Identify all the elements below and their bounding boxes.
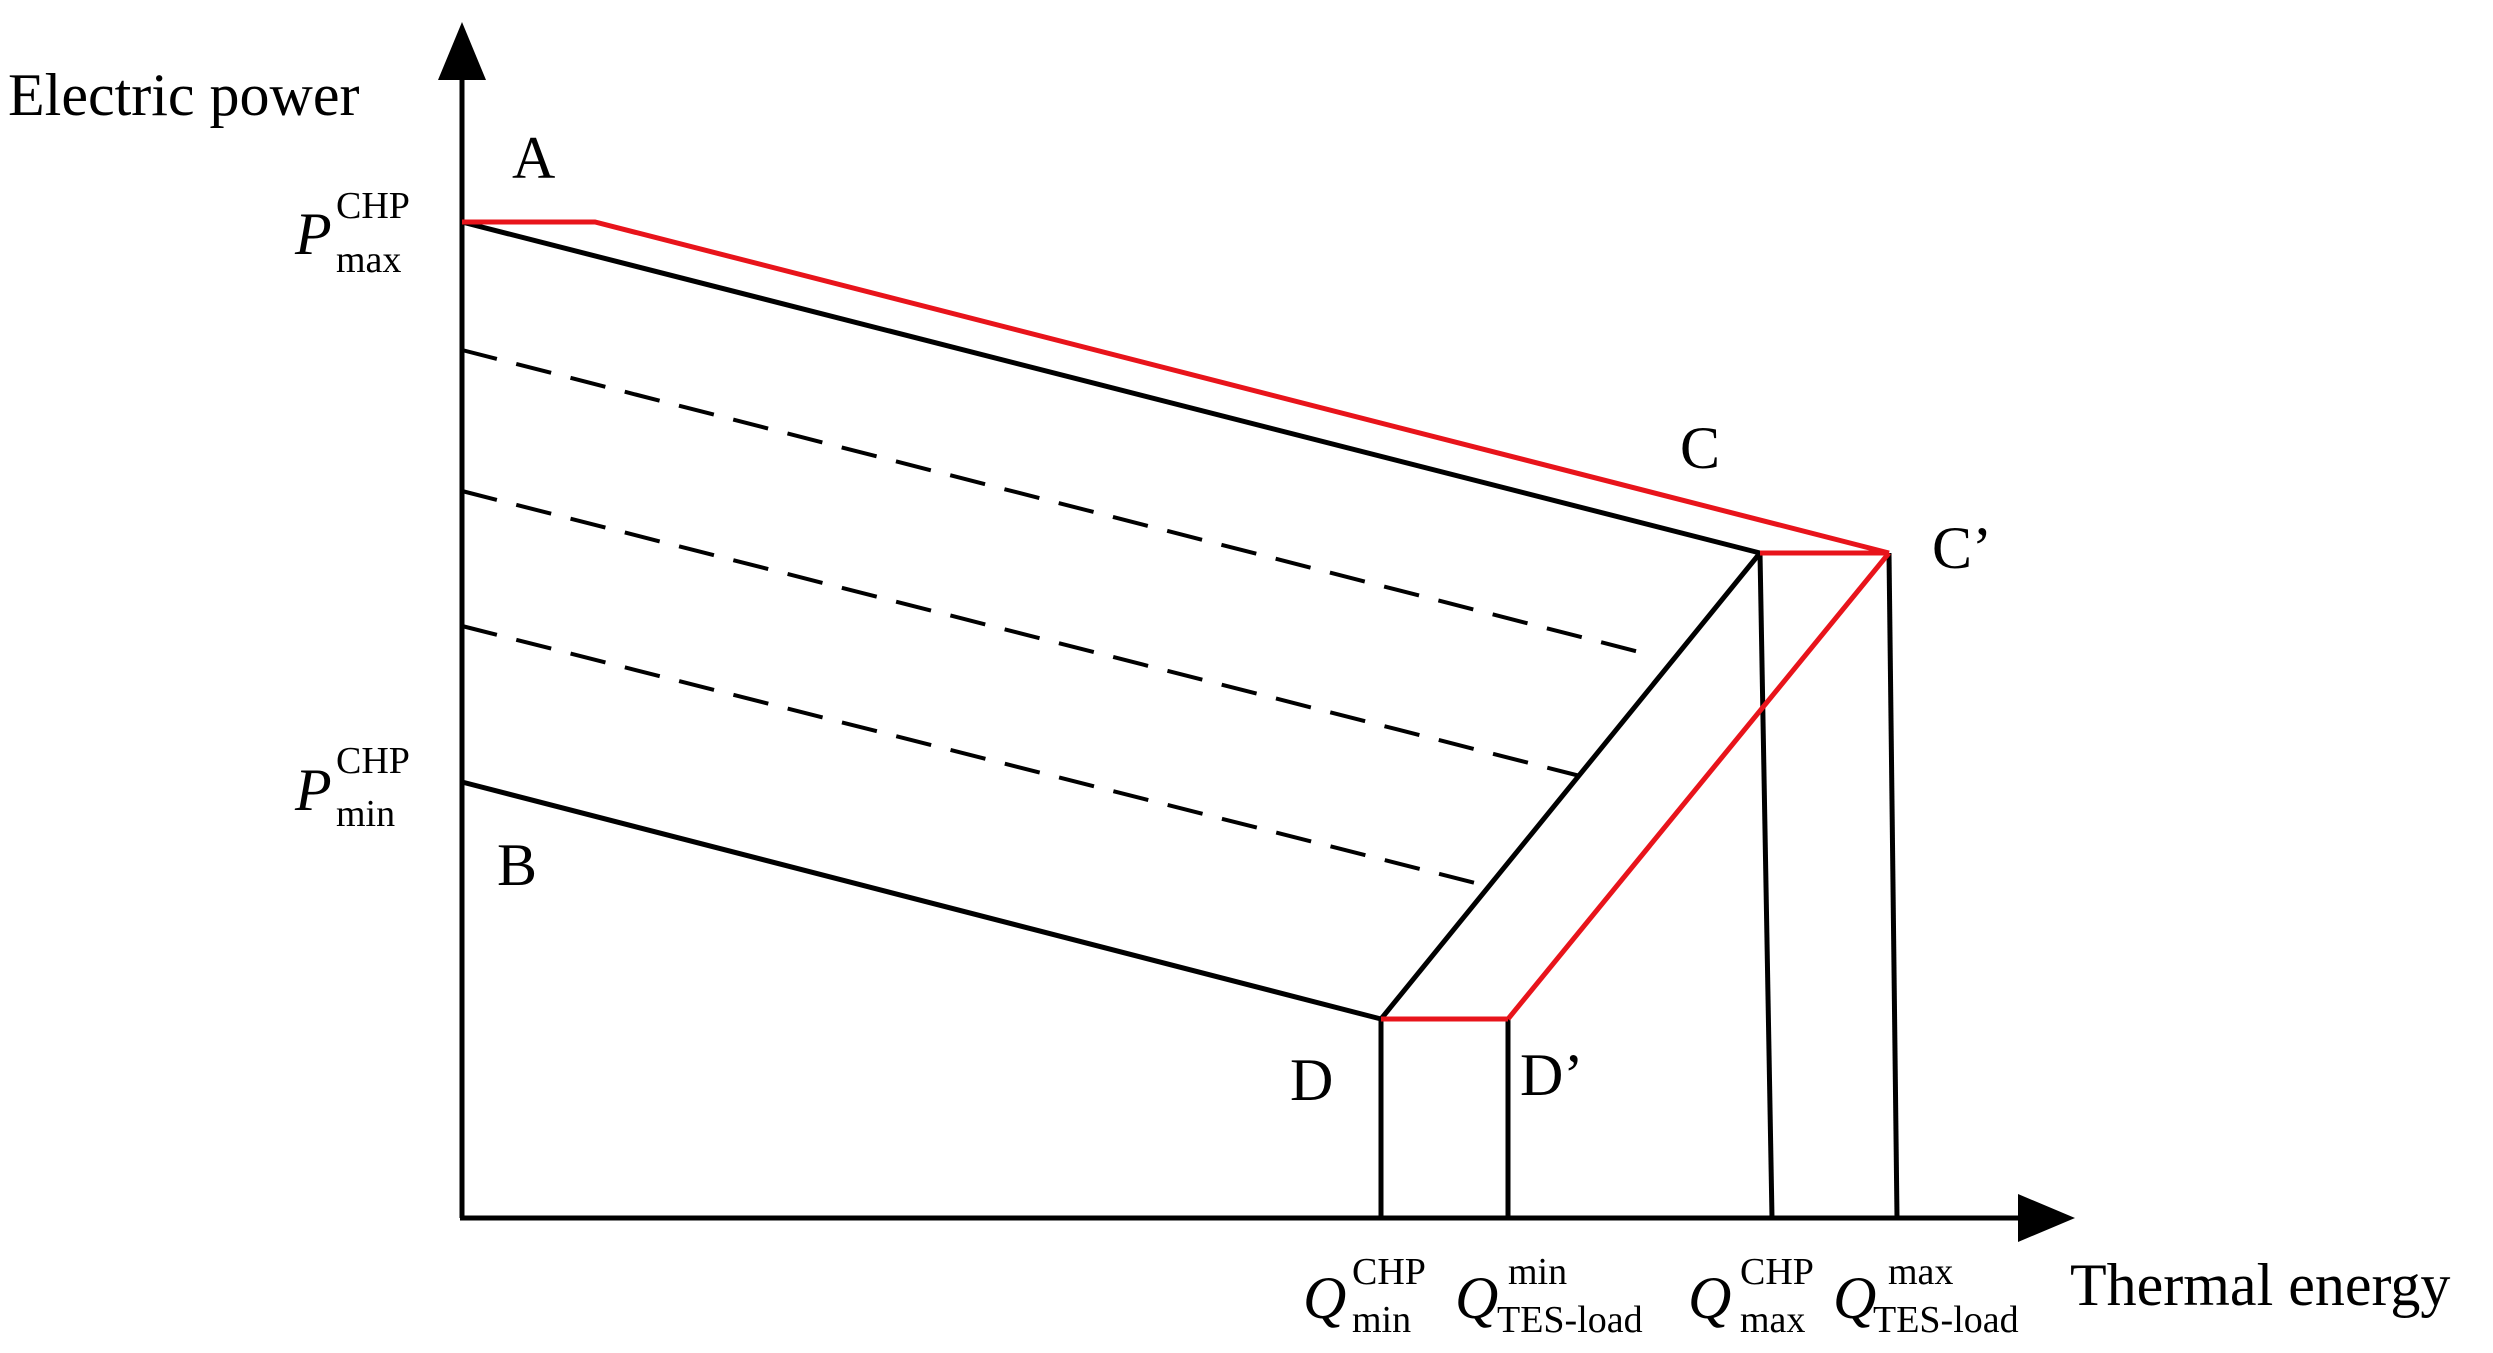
y-tick-p-min-symbol: P xyxy=(294,757,332,823)
x-tick-q-min-tes: Q min TES-load xyxy=(1455,1251,1643,1341)
y-tick-p-max-symbol: P xyxy=(294,201,332,267)
dashed-line-1 xyxy=(461,348,1656,658)
x-tick-q-min-chp-sup: CHP xyxy=(1352,1251,1426,1293)
x-tick-q-max-tes: Q max TES-load xyxy=(1833,1251,2019,1341)
y-axis-arrowhead xyxy=(438,22,486,80)
x-tick-q-max-chp-sup: CHP xyxy=(1740,1251,1814,1293)
y-tick-p-min-sup: CHP xyxy=(336,740,410,782)
axes xyxy=(438,22,2075,1242)
x-tick-q-min-chp-sub: min xyxy=(1352,1299,1411,1341)
drop-line-q-max-chp xyxy=(1757,552,1775,1219)
edge-d-c xyxy=(1379,551,1762,1021)
x-tick-q-min-tes-symbol: Q xyxy=(1455,1265,1498,1331)
x-tick-q-min-tes-sup: min xyxy=(1508,1251,1567,1293)
drop-line-q-max-tes xyxy=(1886,552,1900,1219)
x-axis-label: Thermal energy xyxy=(2070,1252,2450,1318)
extended-region xyxy=(462,219,1891,1022)
dashed-lines xyxy=(461,348,1656,888)
point-label-a: A xyxy=(512,125,555,191)
x-tick-q-max-chp-symbol: Q xyxy=(1688,1265,1731,1331)
x-tick-q-max-tes-symbol: Q xyxy=(1833,1265,1876,1331)
x-tick-q-min-chp: Q CHP min xyxy=(1303,1251,1426,1341)
y-tick-p-max-sup: CHP xyxy=(336,185,410,227)
x-tick-q-max-tes-sup: max xyxy=(1888,1251,1953,1293)
x-tick-q-max-chp: Q CHP max xyxy=(1688,1251,1814,1341)
x-tick-q-min-tes-sub: TES-load xyxy=(1497,1299,1643,1341)
y-axis-label: Electric power xyxy=(8,62,359,128)
point-label-b: B xyxy=(497,832,537,898)
original-region xyxy=(461,219,1900,1219)
y-tick-p-max-sub: max xyxy=(336,239,401,281)
x-tick-q-max-tes-sub: TES-load xyxy=(1873,1299,2019,1341)
edge-b-d xyxy=(461,779,1382,1022)
red-top-edge xyxy=(462,219,1890,556)
dashed-line-2 xyxy=(461,489,1581,778)
red-d-prime-c-prime xyxy=(1506,551,1891,1021)
y-tick-p-min-sub: min xyxy=(336,793,395,835)
y-tick-p-max: P CHP max xyxy=(294,185,410,281)
x-tick-q-max-chp-sub: max xyxy=(1740,1299,1805,1341)
point-label-c-prime: C’ xyxy=(1932,515,1992,581)
x-axis-arrowhead xyxy=(2018,1194,2075,1242)
x-tick-q-min-chp-symbol: Q xyxy=(1303,1265,1346,1331)
dashed-line-3 xyxy=(461,624,1488,888)
edge-a-c xyxy=(461,219,1761,556)
point-label-d-prime: D’ xyxy=(1520,1042,1583,1108)
y-tick-p-min: P CHP min xyxy=(294,740,410,835)
point-label-c: C xyxy=(1680,415,1720,481)
point-label-d: D xyxy=(1290,1047,1333,1113)
